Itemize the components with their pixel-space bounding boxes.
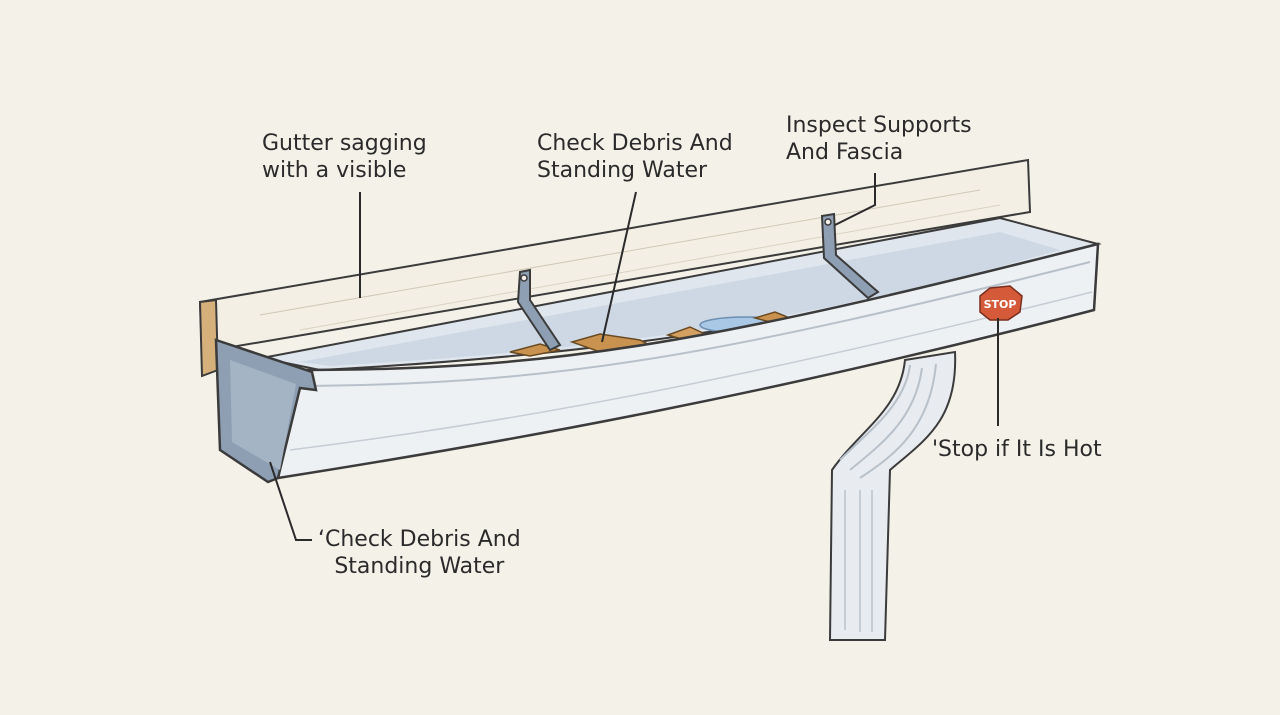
fascia-board	[198, 158, 1032, 378]
stop-sign-icon: STOP	[979, 285, 1023, 321]
gutter-front	[276, 242, 1100, 480]
callout-debris-top: Check Debris And Standing Water	[537, 131, 733, 183]
leader-lines	[269, 173, 999, 541]
downspout-icon	[828, 350, 957, 641]
gutter-end-cap	[214, 338, 318, 484]
callout-hot: 'Stop if It Is Hot	[932, 437, 1102, 462]
hanger-bracket-icon	[516, 212, 880, 352]
stop-sign-label: STOP	[984, 298, 1017, 311]
callout-supports: Inspect Supports And Fascia	[786, 113, 972, 165]
callout-debris-bottom: ‘Check Debris And Standing Water	[318, 527, 521, 579]
callout-sagging: Gutter sagging with a visible	[262, 131, 427, 183]
